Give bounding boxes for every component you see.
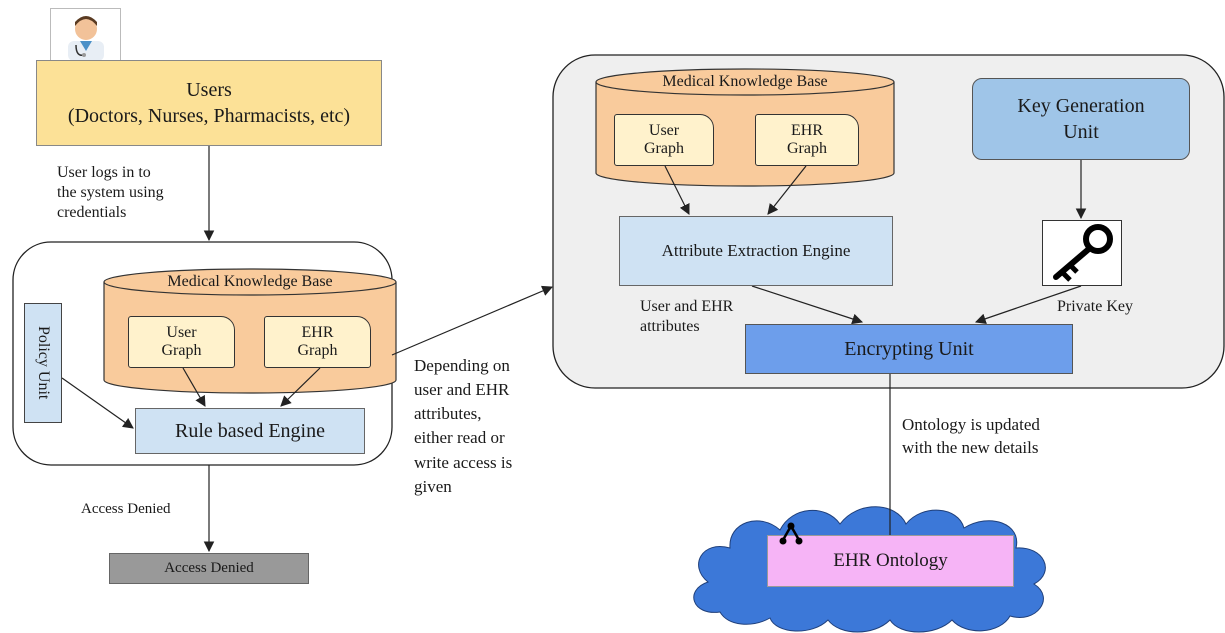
access-denied-note: Access Denied <box>81 501 171 517</box>
graph-node-icon <box>777 520 805 548</box>
policy-unit: Policy Unit <box>24 303 62 423</box>
left-kb-title: Medical Knowledge Base <box>167 273 333 290</box>
login-note: User logs in to the system using credent… <box>57 164 164 221</box>
users-title: Users <box>186 79 232 101</box>
ontology-note: Ontology is updated with the new details <box>902 415 1040 457</box>
arrow-usergraph-to-engine <box>182 367 206 407</box>
key-generation-unit: Key Generation Unit <box>972 78 1190 160</box>
ehr-ontology-box: EHR Ontology <box>767 535 1014 587</box>
access-denied-box: Access Denied <box>109 553 309 584</box>
right-ehr-graph: EHR Graph <box>755 114 859 166</box>
encrypting-unit: Encrypting Unit <box>745 324 1073 374</box>
arrow-ehrgraph-to-attr <box>767 165 807 215</box>
right-kb-title: Medical Knowledge Base <box>662 73 828 90</box>
attribute-extraction-engine: Attribute Extraction Engine <box>619 216 893 286</box>
left-ehr-graph: EHR Graph <box>264 316 371 368</box>
arrow-usergraph-to-attr <box>664 165 690 215</box>
arrow-attr-to-encrypt <box>751 285 864 325</box>
attributes-note: User and EHR attributes <box>640 298 734 335</box>
doctor-avatar-icon <box>50 8 121 62</box>
rule-engine: Rule based Engine <box>135 408 365 454</box>
key-icon <box>1042 220 1122 286</box>
arrow-key-to-encrypt <box>974 285 1082 324</box>
private-key-note: Private Key <box>1057 298 1133 315</box>
arrow-ehrgraph-to-engine <box>280 367 321 407</box>
users-subtitle: (Doctors, Nurses, Pharmacists, etc) <box>67 105 351 127</box>
access-note: Depending on user and EHR attributes, ei… <box>414 356 513 496</box>
right-user-graph: User Graph <box>614 114 714 166</box>
users-box: Users (Doctors, Nurses, Pharmacists, etc… <box>36 60 382 146</box>
arrow-policy-to-engine <box>61 377 134 429</box>
left-user-graph: User Graph <box>128 316 235 368</box>
arrow-system-to-panel <box>391 285 553 356</box>
